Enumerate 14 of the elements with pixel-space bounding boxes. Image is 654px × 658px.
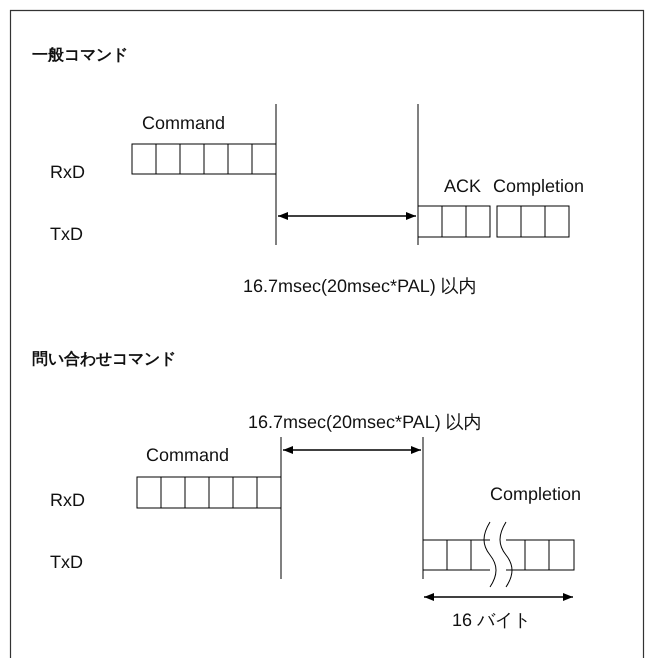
line-label: RxD [50, 163, 85, 181]
timing-label: 16.7msec(20msec*PAL) 以内 [243, 277, 477, 295]
line-label: TxD [50, 225, 83, 243]
line-label: RxD [50, 491, 85, 509]
signal-label: Completion [493, 177, 584, 195]
signal-label: Command [142, 114, 226, 132]
signal-label: Completion [490, 485, 582, 503]
signal-label: Command [146, 446, 230, 464]
signal-label: ACK [444, 177, 482, 195]
heading: 問い合わせコマンド [32, 351, 176, 367]
timing-label: 16.7msec(20msec*PAL) 以内 [248, 413, 482, 431]
byte-count-label: 16 バイト [452, 611, 532, 629]
heading: 一般コマンド [32, 47, 128, 63]
line-label: TxD [50, 553, 83, 571]
